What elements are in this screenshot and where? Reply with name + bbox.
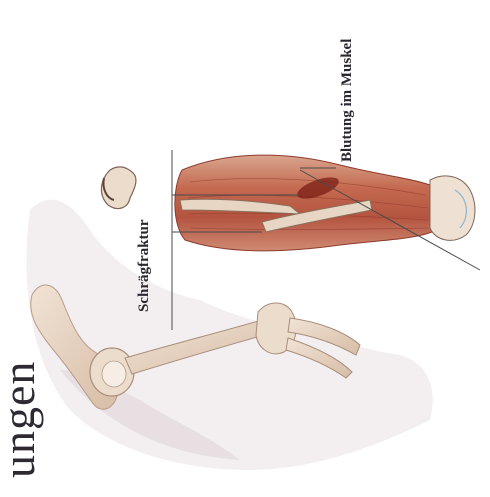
humerus-head-inner — [102, 361, 126, 387]
knee-joint — [430, 176, 475, 240]
label-oblique-fracture: Schrägfraktur — [136, 220, 153, 313]
label-muscle-bleeding: Blutung im Muskel — [339, 39, 356, 162]
page-heading-fragment: ungen — [0, 361, 42, 478]
hip-bone — [101, 167, 136, 209]
